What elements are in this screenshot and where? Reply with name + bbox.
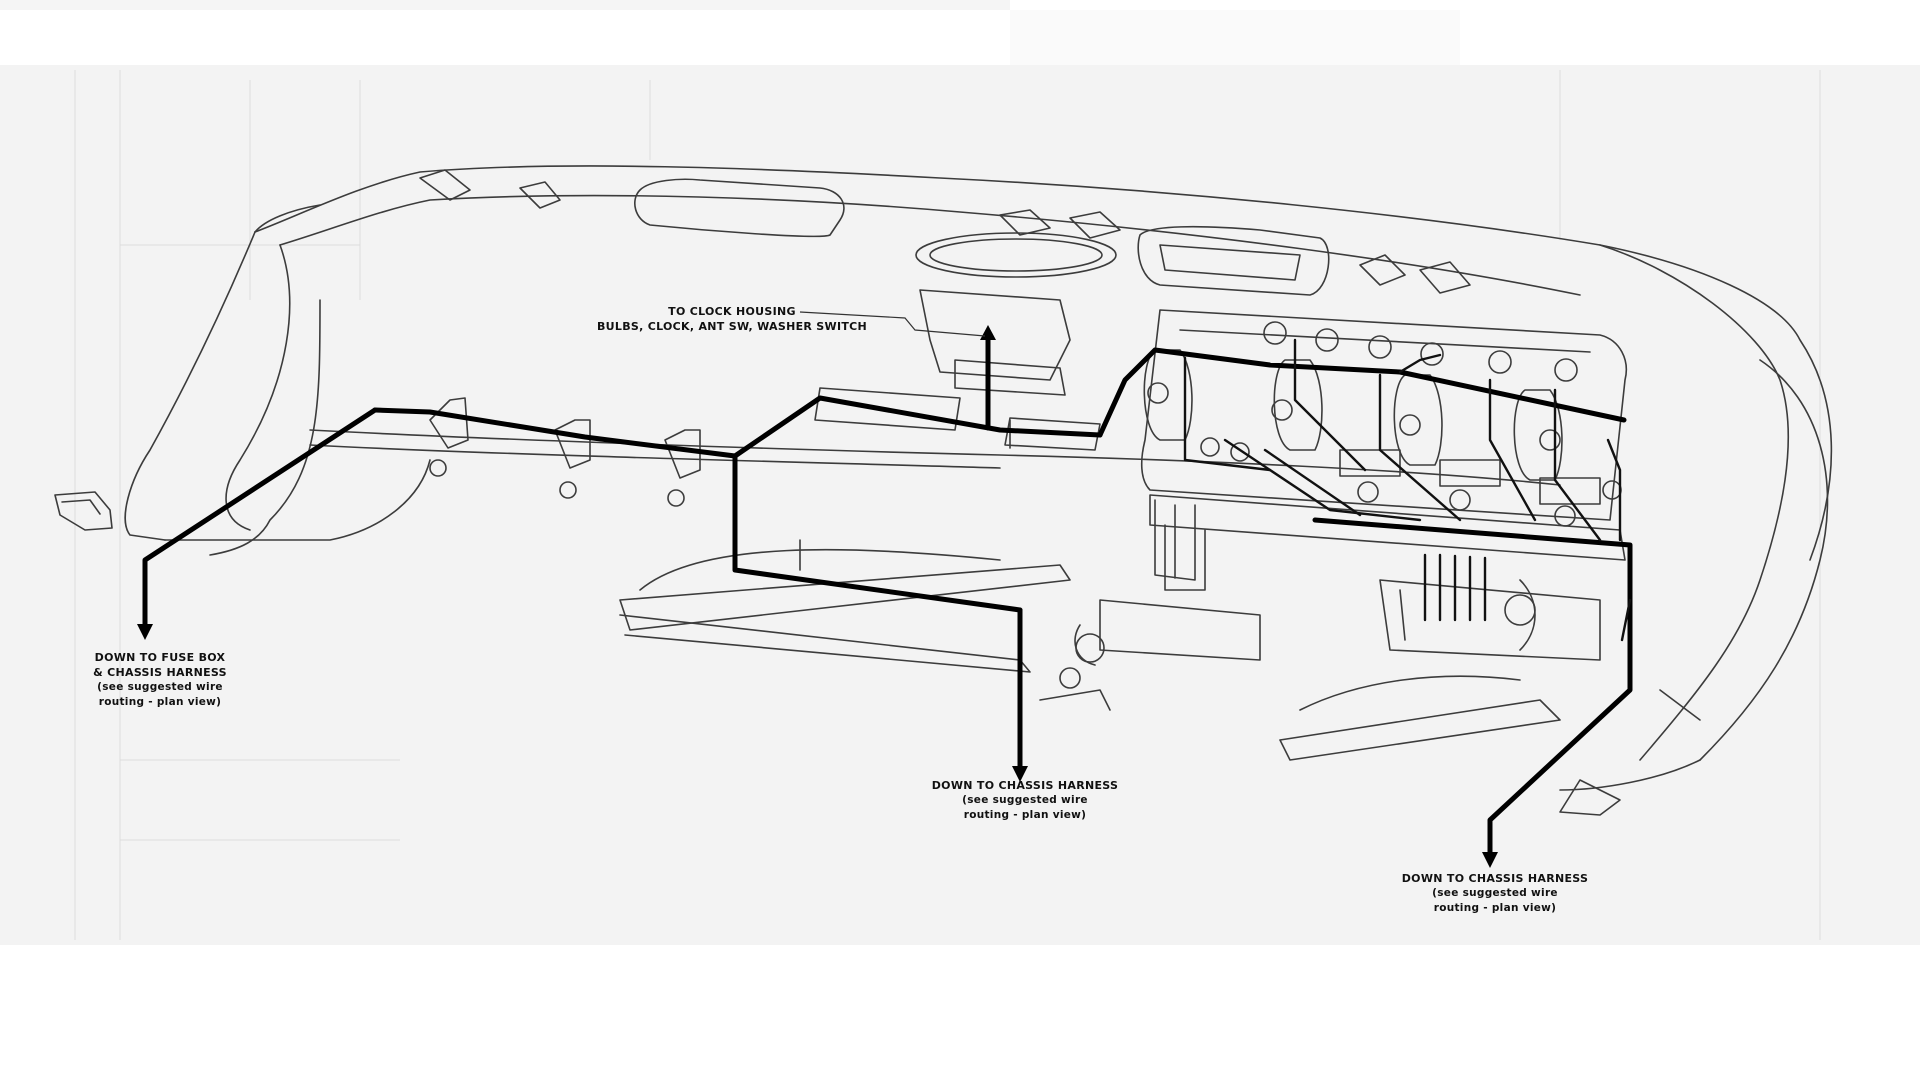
label-chassis-center-line3: routing - plan view)	[963, 809, 1087, 821]
arrow-fuse-down	[137, 624, 153, 640]
wire-right-trunk	[1312, 517, 1633, 858]
label-clock-housing-line1: TO CLOCK HOUSING	[668, 305, 796, 318]
wire-routes	[142, 332, 1633, 858]
label-chassis-center: DOWN TO CHASSIS HARNESS (see suggested w…	[925, 778, 1125, 823]
clock-leader	[799, 311, 986, 337]
wire-branches	[1183, 338, 1632, 642]
scan-top-strip	[0, 0, 1010, 10]
label-fuse-box-line3: (see suggested wire	[97, 681, 223, 693]
dashboard-drawing	[54, 165, 1833, 816]
label-clock-housing: TO CLOCK HOUSING BULBS, CLOCK, ANT SW, W…	[592, 304, 872, 334]
wire-cluster-link	[1097, 347, 1627, 438]
scan-top-strip-2	[1010, 10, 1460, 65]
label-chassis-right-line1: DOWN TO CHASSIS HARNESS	[1401, 872, 1589, 885]
wire-center-jog	[732, 453, 1023, 613]
wire-left-trunk	[372, 407, 738, 459]
label-fuse-box-line4: routing - plan view)	[98, 696, 222, 708]
arrow-center-down	[1012, 766, 1028, 782]
label-fuse-box-line2: & CHASSIS HARNESS	[93, 666, 227, 679]
scan-artifacts	[74, 70, 1821, 940]
label-chassis-right-line2: (see suggested wire	[1432, 887, 1558, 899]
label-chassis-center-line1: DOWN TO CHASSIS HARNESS	[931, 779, 1119, 792]
wire-left-down	[142, 407, 378, 628]
wire-to-upper	[732, 395, 1103, 459]
label-clock-housing-line2: BULBS, CLOCK, ANT SW, WASHER SWITCH	[596, 320, 868, 333]
label-fuse-box: DOWN TO FUSE BOX & CHASSIS HARNESS (see …	[80, 650, 240, 710]
label-chassis-center-line2: (see suggested wire	[962, 794, 1088, 806]
label-chassis-right: DOWN TO CHASSIS HARNESS (see suggested w…	[1395, 871, 1595, 916]
label-fuse-box-line1: DOWN TO FUSE BOX	[94, 651, 226, 664]
arrow-right-down	[1482, 852, 1498, 868]
label-chassis-right-line3: routing - plan view)	[1433, 902, 1557, 914]
